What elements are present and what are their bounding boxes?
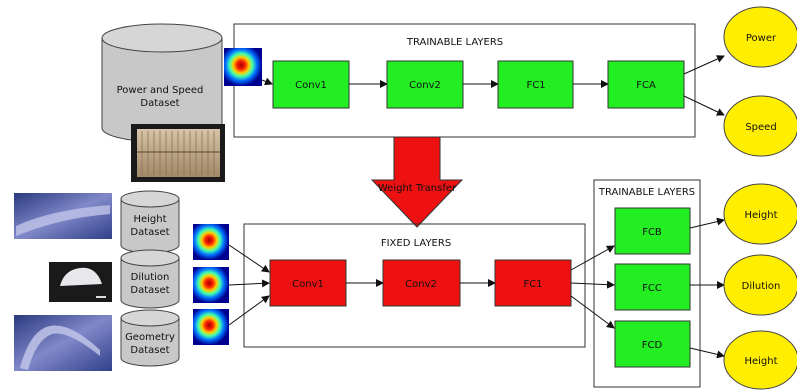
height-output-label: Height — [744, 210, 777, 221]
geometry-dataset-label-2: Dataset — [130, 345, 169, 356]
top-section-label: TRAINABLE LAYERS — [406, 37, 503, 48]
power-output-label: Power — [746, 33, 777, 44]
geometry-dataset-label-1: Geometry — [125, 332, 175, 343]
dilution-sample-image — [49, 262, 112, 302]
power-speed-dataset-label-2: Dataset — [140, 98, 179, 109]
power-speed-dataset-label-1: Power and Speed — [117, 85, 204, 96]
fcc-label: FCC — [642, 283, 662, 294]
top-conv2-label: Conv2 — [409, 80, 441, 91]
geometry-input-heatmap — [193, 309, 229, 345]
samples-photo — [131, 124, 225, 182]
dilution-output-label: Dilution — [742, 281, 781, 292]
fixed-fc1-label: FC1 — [523, 279, 542, 290]
geometry-scan-image — [14, 315, 112, 371]
dilution-dataset-label-2: Dataset — [130, 285, 169, 296]
fixed-conv2-label: Conv2 — [405, 279, 437, 290]
fixed-section-label: FIXED LAYERS — [381, 238, 451, 249]
fcb-label: FCB — [642, 227, 662, 238]
speed-output-label: Speed — [745, 122, 776, 133]
top-conv1-label: Conv1 — [295, 80, 327, 91]
right-section-label: TRAINABLE LAYERS — [598, 187, 695, 198]
weight-transfer-label: Weight Transfer — [378, 183, 457, 194]
top-fc1-label: FC1 — [526, 80, 545, 91]
height-input-heatmap — [193, 224, 229, 260]
fcd-label: FCD — [642, 340, 663, 351]
top-input-heatmap — [224, 48, 262, 86]
fixed-conv1-label: Conv1 — [292, 279, 324, 290]
height-scan-image — [14, 193, 112, 239]
dilution-dataset-label-1: Dilution — [131, 272, 170, 283]
top-fca-label: FCA — [636, 80, 656, 91]
height-dataset-label-1: Height — [133, 214, 166, 225]
height-dataset-label-2: Dataset — [130, 227, 169, 238]
height-output-label-2: Height — [744, 356, 777, 367]
weight-transfer-arrow — [372, 137, 462, 227]
dilution-input-heatmap — [193, 267, 229, 303]
